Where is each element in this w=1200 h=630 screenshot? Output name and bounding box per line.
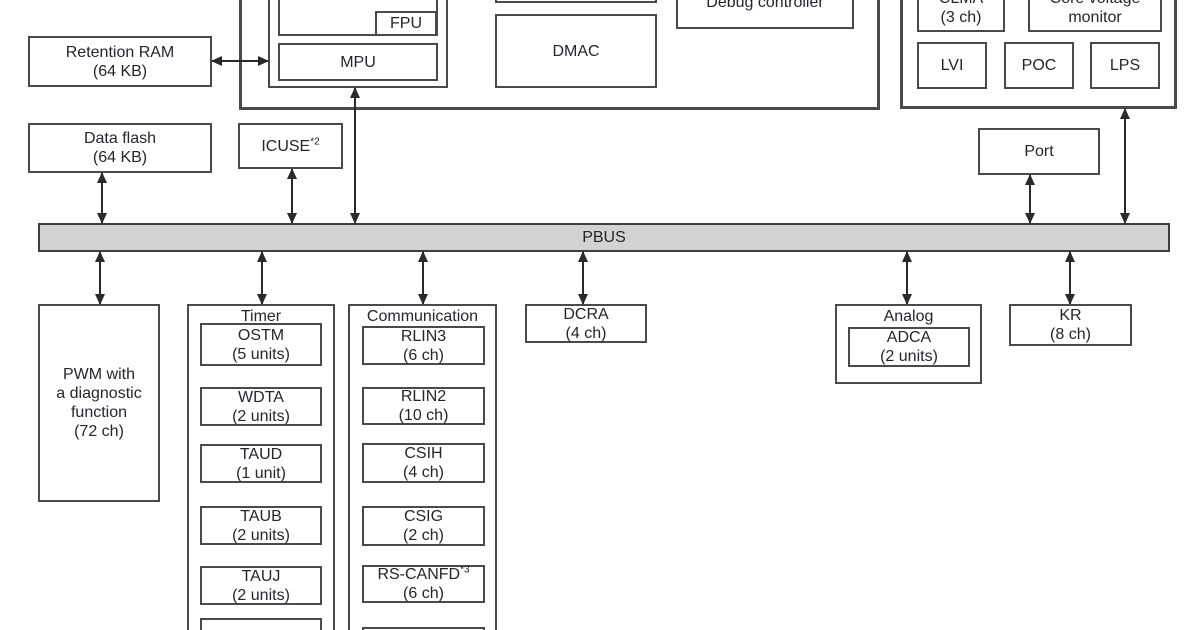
lvi-label: LVI: [940, 57, 964, 74]
rlin3-box: RLIN3 (6 ch): [362, 326, 485, 365]
arrow-pbus-dcra: [578, 251, 588, 305]
rs-canfd-box: RS-CANFD*3 (6 ch): [362, 565, 485, 603]
analog-group: Analog ADCA (2 units): [835, 304, 982, 384]
data-flash-label: Data flash: [83, 130, 157, 147]
rs-canfd-footnote: *3: [460, 564, 470, 576]
arrow-pbus-pwm: [95, 251, 105, 305]
timer-group-label: Timer: [240, 308, 282, 325]
csih-box: CSIH (4 ch): [362, 443, 485, 483]
arrow-monitor-pbus: [1120, 108, 1130, 224]
rlin2-channels: (10 ch): [398, 407, 449, 424]
adca-units: (2 units): [880, 348, 938, 365]
icuse-box: ICUSE*2: [238, 123, 343, 169]
pbus-bar: PBUS: [38, 223, 1170, 252]
fpu-label: FPU: [390, 15, 422, 32]
lps-label: LPS: [1109, 57, 1141, 74]
communication-partial-box: [362, 627, 485, 630]
rlin3-label: RLIN3: [400, 327, 447, 345]
pwm-line2: a diagnostic: [56, 385, 142, 402]
clma-box: CLMA (3 ch): [917, 0, 1005, 32]
taud-label: TAUD: [239, 445, 283, 463]
dcra-label: DCRA: [563, 305, 609, 323]
dcra-box: DCRA (4 ch): [525, 304, 647, 343]
poc-box: POC: [1004, 42, 1074, 89]
pbus-label: PBUS: [582, 229, 626, 246]
retention-ram-label: Retention RAM: [65, 43, 175, 61]
icuse-label: ICUSE*2: [261, 136, 320, 155]
communication-group-label: Communication: [366, 308, 479, 325]
arrow-pbus-analog: [902, 251, 912, 305]
dmac-box: DMAC: [495, 14, 657, 88]
taud-box: TAUD (1 unit): [200, 444, 322, 483]
timer-partial-box: [200, 618, 322, 630]
csig-box: CSIG (2 ch): [362, 506, 485, 546]
lps-box: LPS: [1090, 42, 1160, 89]
core-voltage-monitor-box: Core voltage monitor: [1028, 0, 1162, 32]
arrow-dataflash-pbus: [97, 172, 107, 224]
clma-label: CLMA: [939, 0, 983, 8]
arrow-port-pbus: [1025, 174, 1035, 224]
dcra-channels: (4 ch): [565, 324, 607, 342]
kr-label: KR: [1059, 307, 1082, 324]
wdta-label: WDTA: [238, 388, 284, 406]
arrow-icuse-pbus: [287, 168, 297, 224]
lvi-box: LVI: [917, 42, 987, 89]
debug-controller-box: Debug controller: [676, 0, 854, 29]
tauj-label: TAUJ: [241, 567, 281, 585]
tauj-box: TAUJ (2 units): [200, 566, 322, 605]
rlin2-label: RLIN2: [400, 388, 447, 405]
ostm-units: (5 units): [232, 345, 290, 363]
dmac-label: DMAC: [552, 42, 600, 60]
data-flash-size: (64 KB): [92, 149, 148, 166]
taub-units: (2 units): [232, 526, 290, 544]
pwm-box: PWM with a diagnostic function (72 ch): [38, 304, 160, 502]
pwm-line1: PWM with: [63, 366, 135, 383]
csig-channels: (2 ch): [403, 527, 444, 544]
mpu-label: MPU: [340, 53, 376, 71]
arrow-cpu-pbus: [350, 87, 360, 224]
rlin2-box: RLIN2 (10 ch): [362, 387, 485, 425]
taud-units: (1 unit): [236, 464, 286, 482]
debug-controller-label: Debug controller: [706, 0, 824, 11]
csih-label: CSIH: [404, 445, 443, 462]
analog-group-label: Analog: [883, 308, 934, 325]
clma-channels: (3 ch): [940, 9, 982, 26]
timer-group: Timer OSTM (5 units) WDTA (2 units) TAUD…: [187, 304, 335, 630]
arrow-pbus-communication: [418, 251, 428, 305]
taub-box: TAUB (2 units): [200, 506, 322, 545]
tauj-units: (2 units): [232, 586, 290, 604]
rlin3-channels: (6 ch): [403, 346, 444, 364]
arrow-retention-ram-cpu: [211, 56, 269, 66]
kr-box: KR (8 ch): [1009, 304, 1132, 346]
mpu-box: MPU: [278, 43, 438, 81]
rs-canfd-channels: (6 ch): [403, 585, 444, 602]
fpu-box: FPU: [375, 11, 437, 36]
core-voltage-monitor-line2: monitor: [1068, 9, 1122, 26]
retention-ram-box: Retention RAM (64 KB): [28, 36, 212, 87]
ostm-label: OSTM: [237, 326, 285, 344]
retention-ram-size: (64 KB): [92, 62, 148, 80]
pwm-line3: function: [70, 404, 128, 421]
box-above-dmac-partial: [495, 0, 657, 3]
ostm-box: OSTM (5 units): [200, 323, 322, 366]
taub-label: TAUB: [240, 507, 282, 525]
wdta-box: WDTA (2 units): [200, 387, 322, 426]
poc-label: POC: [1021, 57, 1057, 74]
csih-channels: (4 ch): [403, 464, 444, 481]
arrow-pbus-timer: [257, 251, 267, 305]
rs-canfd-label: RS-CANFD*3: [377, 564, 470, 583]
pwm-line4: (72 ch): [74, 423, 124, 440]
port-box: Port: [978, 128, 1100, 175]
icuse-footnote: *2: [310, 136, 320, 148]
adca-label: ADCA: [886, 329, 932, 346]
arrow-pbus-kr: [1065, 251, 1075, 305]
kr-channels: (8 ch): [1050, 326, 1091, 343]
port-label: Port: [1024, 143, 1054, 160]
data-flash-box: Data flash (64 KB): [28, 123, 212, 173]
wdta-units: (2 units): [232, 407, 290, 425]
csig-label: CSIG: [403, 508, 444, 525]
communication-group: Communication RLIN3 (6 ch) RLIN2 (10 ch)…: [348, 304, 497, 630]
adca-box: ADCA (2 units): [848, 327, 970, 367]
core-voltage-monitor-line1: Core voltage: [1050, 0, 1141, 8]
